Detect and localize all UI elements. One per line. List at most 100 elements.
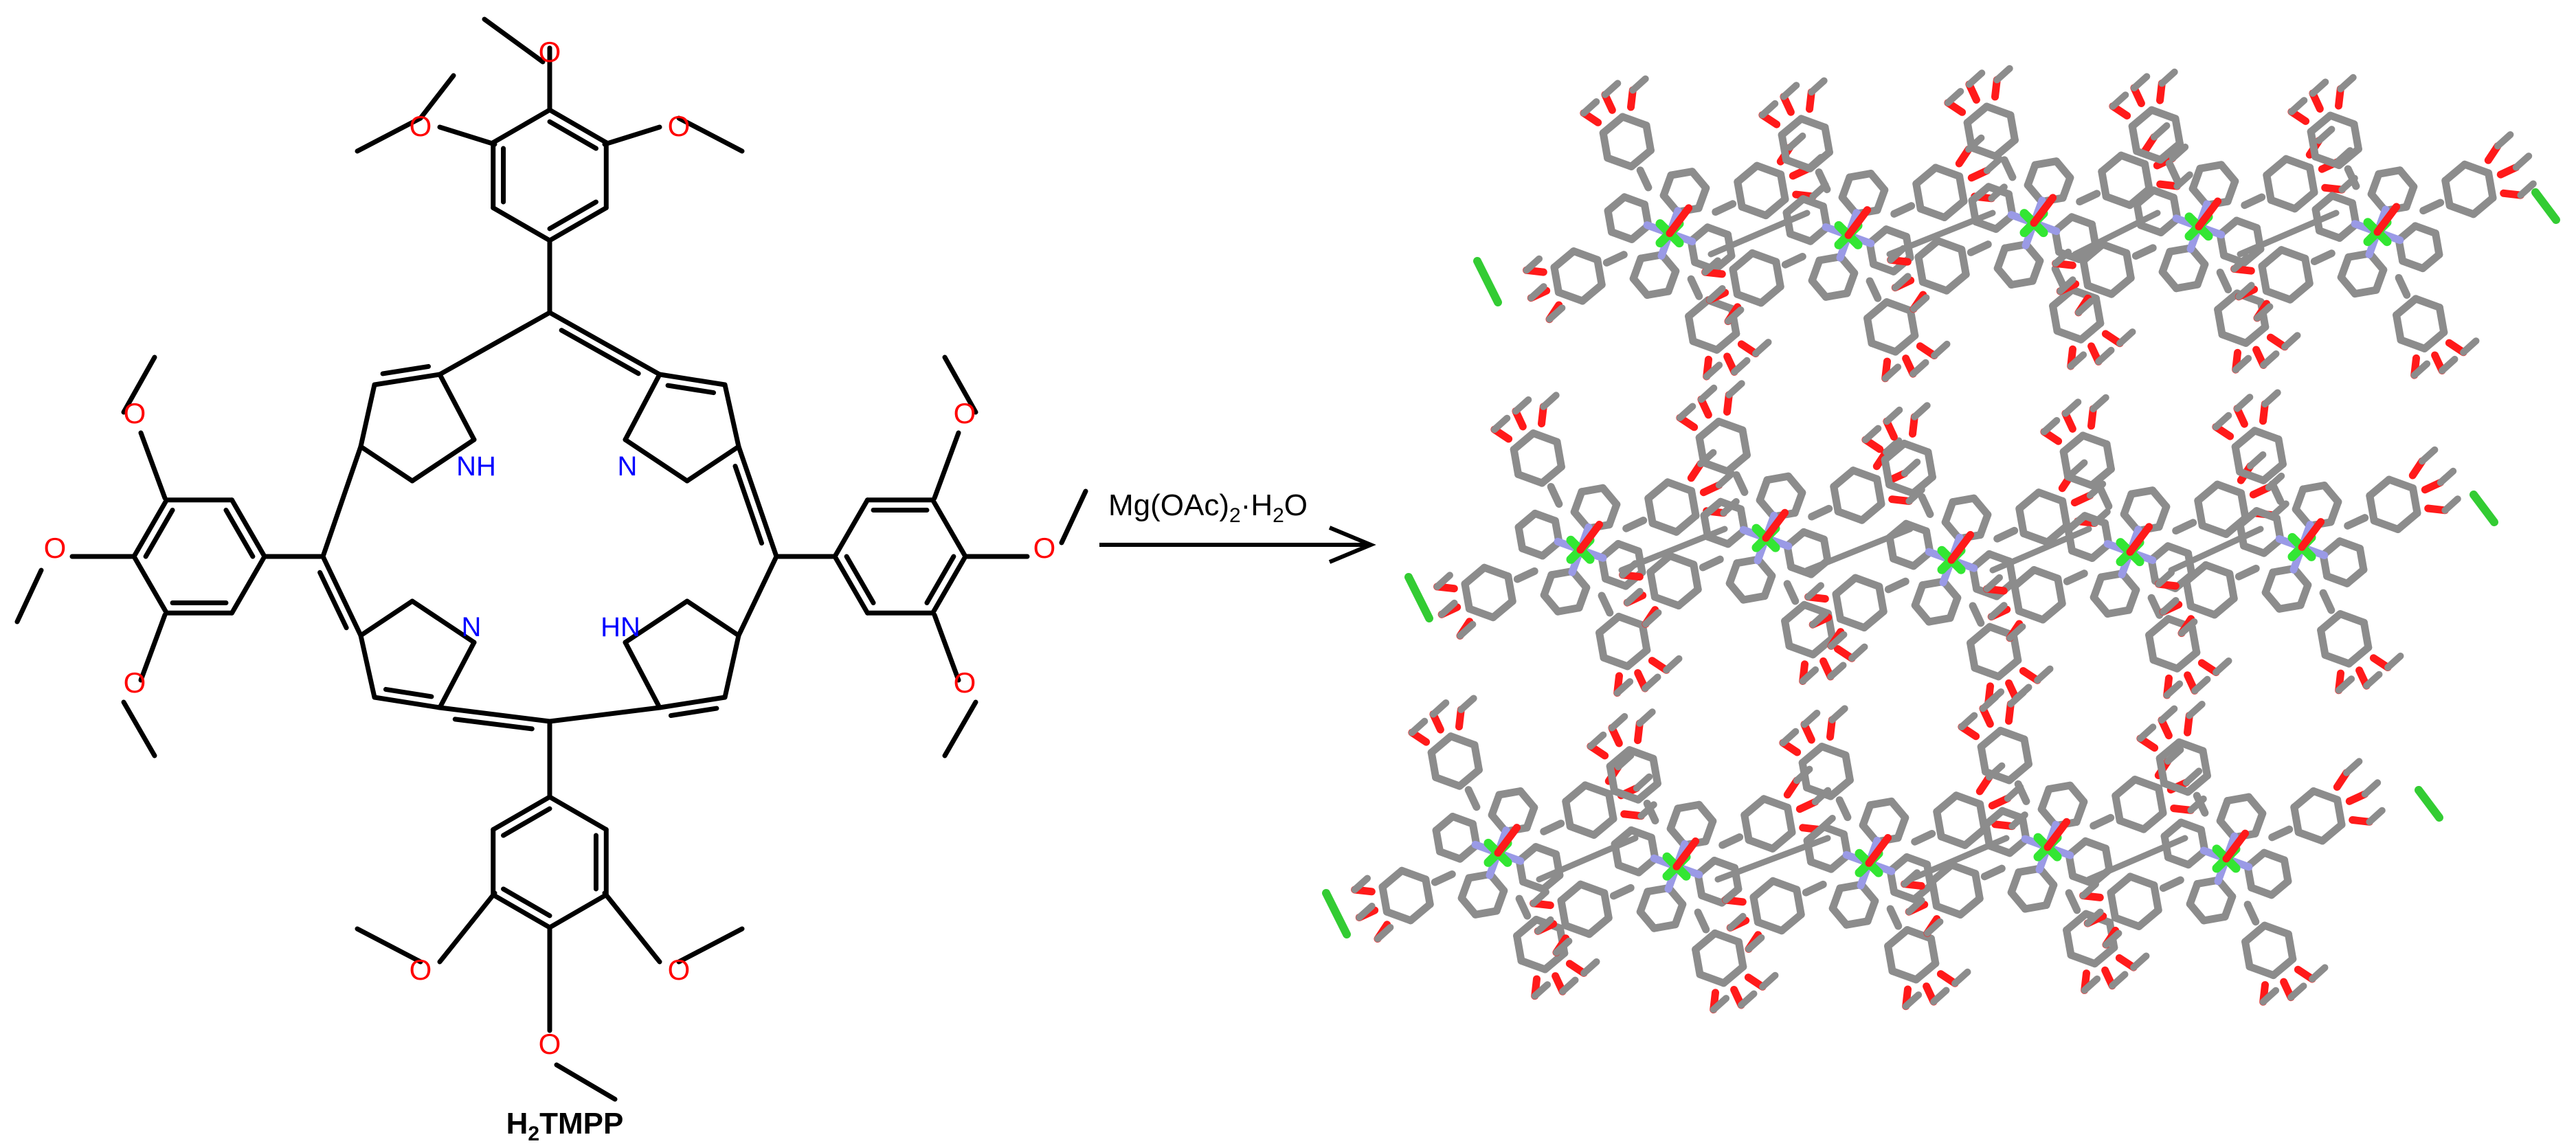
aryl-ring-stick [1754,918,1786,935]
pyrrole-nh-edge [372,372,443,387]
aryl-ring-stick [1995,656,2022,681]
axial-ligand-stick [2195,197,2222,231]
aryl-ring-stick [1510,429,1537,453]
methoxy-methyl-stick [2363,671,2383,690]
oxygen-label-right-middle: O [1033,532,1056,564]
aryl-ring-stick [1595,612,1623,637]
aryl-ring-stick [1830,482,1842,516]
methoxy-methyl-stick [2040,417,2061,436]
methoxy-methyl-stick [1710,995,1730,1013]
aryl-ring-stick [2226,570,2238,603]
aryl-ring-stick [1700,458,1732,475]
bottom-aryl-ring-edge [491,794,552,832]
meso-aryl-stick [2076,190,2101,205]
aryl-ring-stick [1851,574,1883,591]
methoxy-methyl-stick [2163,680,2184,699]
aryl-ring-stick [2258,246,2285,270]
methoxy-methyl-stick [2136,723,2157,742]
aryl-ring-stick [2015,488,2043,513]
aryl-ring-stick [1562,798,1574,831]
reagent-tail-main: H [1251,488,1273,522]
aryl-ring-stick [1900,440,1932,456]
aryl-ring-stick [1793,886,1805,919]
top-left-ring-o-bond [437,124,497,147]
left-top-methyl-bond [121,354,157,415]
interlayer-stick [1707,210,1811,258]
aryl-ring-stick [2091,943,2118,968]
aryl-ring-stick [1956,894,1984,919]
aryl-ring-stick [2397,336,2429,352]
axial-ligand-stick [2030,194,2057,227]
aryl-ring-stick [2149,656,2182,673]
methoxy-methyl-stick [1490,414,1511,434]
porphyrin-pyrrole-stick [2102,844,2114,874]
aryl-ring-stick [1884,942,1896,975]
aryl-ring-stick [1566,822,1598,839]
top-aryl-ring-double [547,199,598,232]
meso-aryl-stick [1643,800,1659,824]
aryl-ring-stick [1769,829,1796,853]
methoxy-methyl-stick [1523,255,1543,274]
reaction-arrow-head [1328,526,1376,564]
methoxy-methyl-stick [1457,620,1477,640]
pyrrole-n-top-edge [623,372,662,442]
meso-aryl-stick [2268,825,2294,842]
aryl-ring-stick [2412,295,2443,311]
aryl-ring-stick [1971,870,1984,903]
reagent-dot: · [1241,488,1251,522]
methoxy-methyl-stick [2090,394,2109,413]
aryl-ring-stick [2107,274,2135,298]
methoxy-methyl-stick [2281,332,2301,350]
methoxy-methyl-stick [2235,282,2255,300]
aryl-ring-stick [2102,192,2134,210]
aryl-ring-stick [1688,486,1700,520]
aryl-ring-stick [1836,615,1868,632]
aryl-ring-stick [1781,617,1793,650]
methoxy-methyl-stick [1715,470,1736,489]
methoxy-methyl-stick [2182,767,2203,786]
pyrrole-n-top-edge [657,372,728,387]
meso-aryl-stick [1993,526,2019,543]
methoxy-methyl-stick [1738,990,1758,1009]
aryl-ring-stick [1784,803,1796,837]
aryl-ring-stick [1749,893,1762,926]
methoxy-methyl-stick [2366,807,2386,826]
aryl-ring-stick [2393,311,2405,344]
aryl-ring-stick [1873,475,1885,508]
methoxy-methyl-stick [2130,73,2151,91]
porphyrin-pyrrole-stick [2199,912,2229,925]
meso-aryl-stick [1911,830,1936,846]
reagent-main: Mg(OAc) [1108,488,1229,522]
aryl-ring-stick [2145,631,2158,664]
methoxy-methyl-stick [2270,500,2289,519]
pyrrole-nh-edge [437,372,477,442]
compound-name-subscript: 2 [528,1123,539,1145]
aryl-ring-stick [2262,287,2294,304]
methoxy-methyl-stick [2178,618,2198,637]
aryl-ring-stick [2350,120,2362,153]
aryl-ring-stick [2098,151,2125,176]
aryl-ring-stick [2214,289,2241,314]
bottom-aryl-ring-edge [547,794,609,832]
porphyrin-pyrrole-stick [1471,907,1501,919]
meso-aryl-stick [1718,833,1744,849]
aryl-ring-stick [1585,914,1613,938]
aryl-ring-stick [2107,873,2134,897]
aryl-ring-stick [1940,197,1968,221]
meso-aryl-stick [1694,908,1710,934]
top-aryl-ring-edge [547,107,609,145]
aryl-ring-stick [1644,495,1657,528]
aryl-ring-stick [1830,466,1857,491]
aryl-ring-stick [2290,803,2303,836]
methoxy-methyl-stick [1804,582,1824,600]
bottom-right-ring-o-bond [602,890,662,965]
methoxy-methyl-stick [1512,396,1532,415]
methoxy-methyl-stick [1580,98,1600,117]
aryl-ring-stick [2236,468,2267,484]
aryl-ring-stick [1553,438,1565,471]
meso-aryl-stick [1540,820,1565,835]
aryl-ring-stick [2194,480,2221,505]
methoxy-methyl-stick [1438,599,1458,618]
aryl-ring-stick [1644,478,1672,502]
aryl-ring-stick [1422,875,1434,908]
